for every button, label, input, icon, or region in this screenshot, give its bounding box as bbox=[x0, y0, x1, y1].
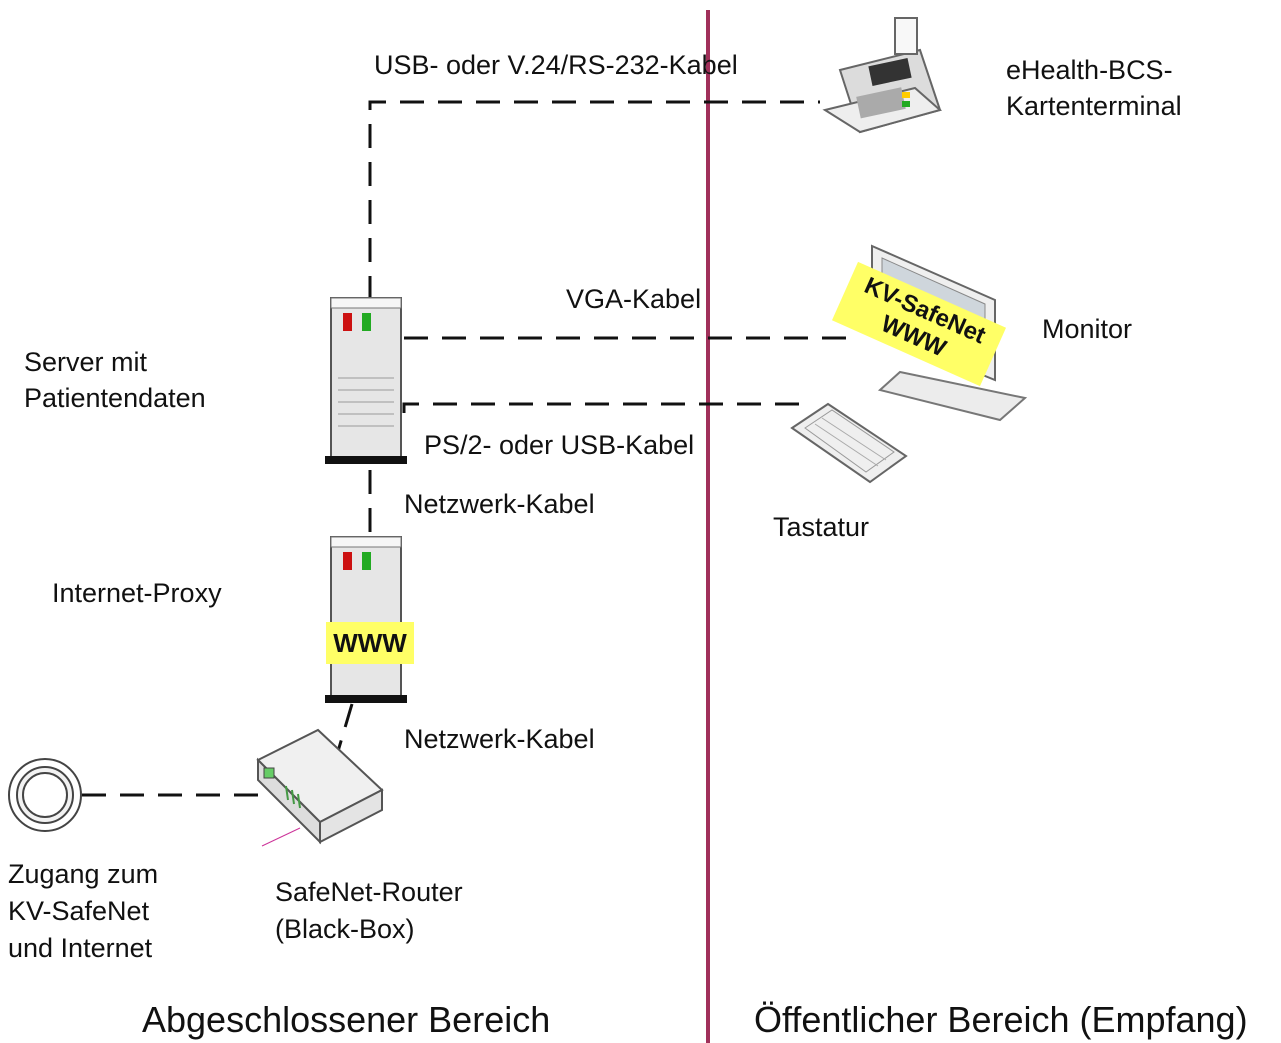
server-icon bbox=[325, 297, 407, 464]
access-label-line1: Zugang zum bbox=[8, 859, 159, 889]
card-terminal-icon bbox=[822, 17, 943, 134]
router-label-line2: (Black-Box) bbox=[275, 914, 415, 944]
network-cable-2-label: Netzwerk-Kabel bbox=[404, 724, 595, 754]
server-led-green-icon bbox=[362, 313, 371, 331]
proxy-www-tag: WWW bbox=[326, 622, 414, 664]
access-port-icon bbox=[8, 758, 82, 832]
proxy-server-icon bbox=[325, 536, 407, 703]
router-label-line1: SafeNet-Router bbox=[275, 877, 463, 907]
server-label-line2: Patientendaten bbox=[24, 383, 206, 413]
server-led-red-icon bbox=[343, 313, 352, 331]
access-label-line2: KV-SafeNet bbox=[8, 896, 150, 926]
card-terminal-label-line2: Kartenterminal bbox=[1006, 91, 1182, 121]
connections bbox=[82, 100, 860, 797]
router-icon bbox=[256, 728, 384, 847]
card-terminal-label-line1: eHealth-BCS- bbox=[1006, 55, 1173, 85]
vga-cable-label: VGA-Kabel bbox=[566, 284, 702, 314]
keyboard-label: Tastatur bbox=[773, 512, 870, 542]
server-label-line1: Server mit bbox=[24, 347, 148, 377]
ps2-usb-cable-label: PS/2- oder USB-Kabel bbox=[424, 430, 695, 460]
proxy-led-green-icon bbox=[362, 552, 371, 570]
access-label-line3: und Internet bbox=[8, 933, 153, 963]
proxy-led-red-icon bbox=[343, 552, 352, 570]
ps2-usb-cable bbox=[402, 402, 812, 413]
usb-rs232-cable-label: USB- oder V.24/RS-232-Kabel bbox=[374, 50, 738, 80]
usb-rs232-cable bbox=[368, 100, 820, 300]
closed-zone-label: Abgeschlossener Bereich bbox=[142, 999, 551, 1040]
keyboard-icon bbox=[790, 402, 908, 484]
monitor-label: Monitor bbox=[1042, 314, 1133, 344]
public-zone-label: Öffentlicher Bereich (Empfang) bbox=[754, 1000, 1248, 1040]
network-cable-1-label: Netzwerk-Kabel bbox=[404, 489, 595, 519]
proxy-label: Internet-Proxy bbox=[52, 578, 222, 608]
